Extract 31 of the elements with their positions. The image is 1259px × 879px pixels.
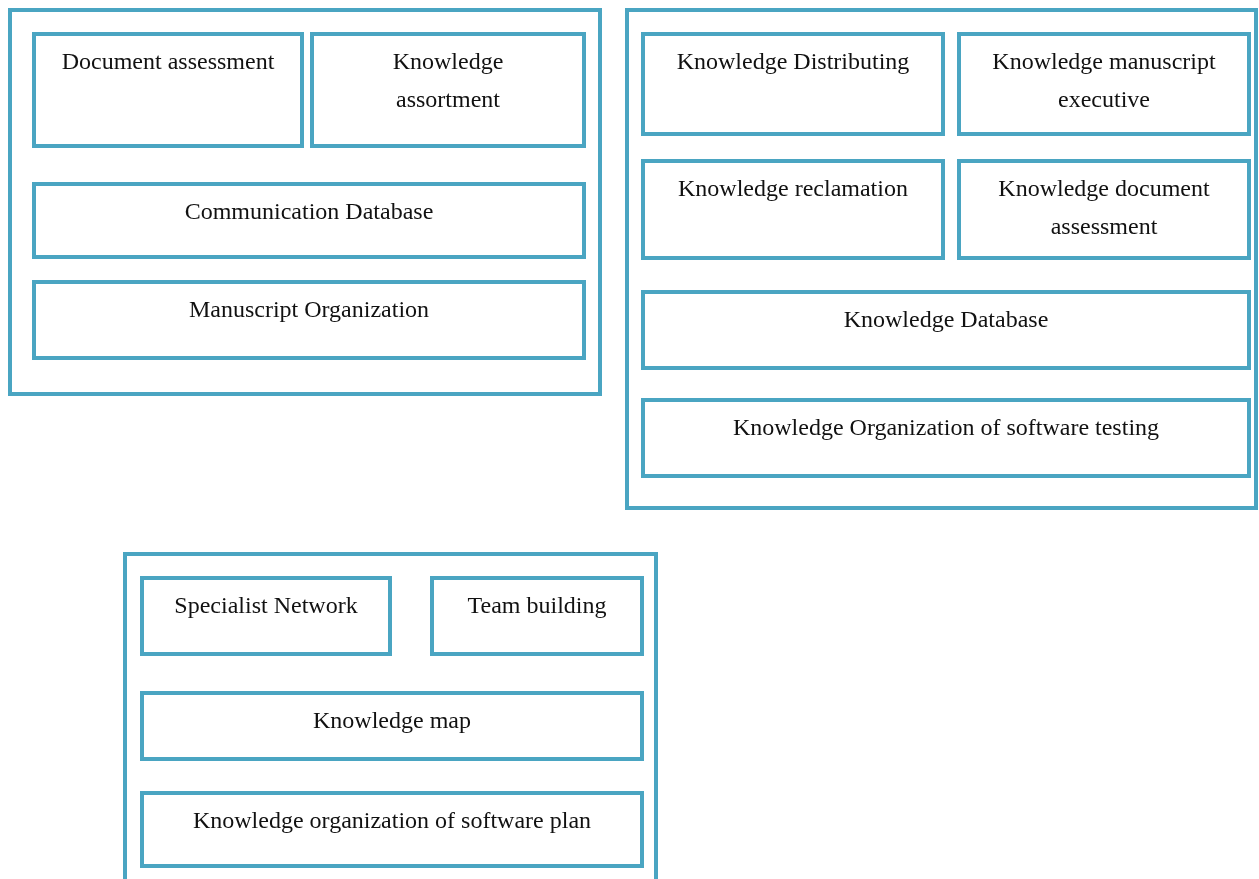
process-box bbox=[140, 576, 392, 656]
box-label: Knowledge organization of software plan bbox=[191, 806, 593, 835]
process-box bbox=[310, 32, 586, 148]
box-label: Knowledge assortment bbox=[391, 47, 505, 114]
box-label: Knowledge Database bbox=[842, 305, 1050, 334]
process-box bbox=[641, 32, 945, 136]
process-box bbox=[430, 576, 644, 656]
process-box bbox=[641, 159, 945, 260]
box-label: Knowledge reclamation bbox=[677, 174, 909, 203]
process-box bbox=[140, 691, 644, 761]
group-frame bbox=[625, 8, 1258, 510]
box-label: Document assessment bbox=[60, 47, 276, 76]
box-label: Team building bbox=[466, 591, 608, 620]
process-box bbox=[32, 182, 586, 259]
process-box bbox=[957, 32, 1251, 136]
process-box bbox=[140, 791, 644, 868]
box-label: Knowledge map bbox=[312, 706, 472, 735]
process-box bbox=[957, 159, 1251, 260]
group-frame bbox=[123, 552, 658, 879]
process-box bbox=[32, 32, 304, 148]
box-label: Manuscript Organization bbox=[187, 295, 431, 324]
process-box bbox=[641, 398, 1251, 478]
box-label: Communication Database bbox=[183, 197, 435, 226]
box-label: Knowledge document assessment bbox=[997, 174, 1211, 241]
process-box bbox=[641, 290, 1251, 370]
box-label: Knowledge manuscript executive bbox=[991, 47, 1217, 114]
box-label: Specialist Network bbox=[173, 591, 359, 620]
box-label: Knowledge Organization of software testing bbox=[731, 413, 1161, 442]
box-label: Knowledge Distributing bbox=[675, 47, 911, 76]
process-box bbox=[32, 280, 586, 360]
group-frame bbox=[8, 8, 602, 396]
